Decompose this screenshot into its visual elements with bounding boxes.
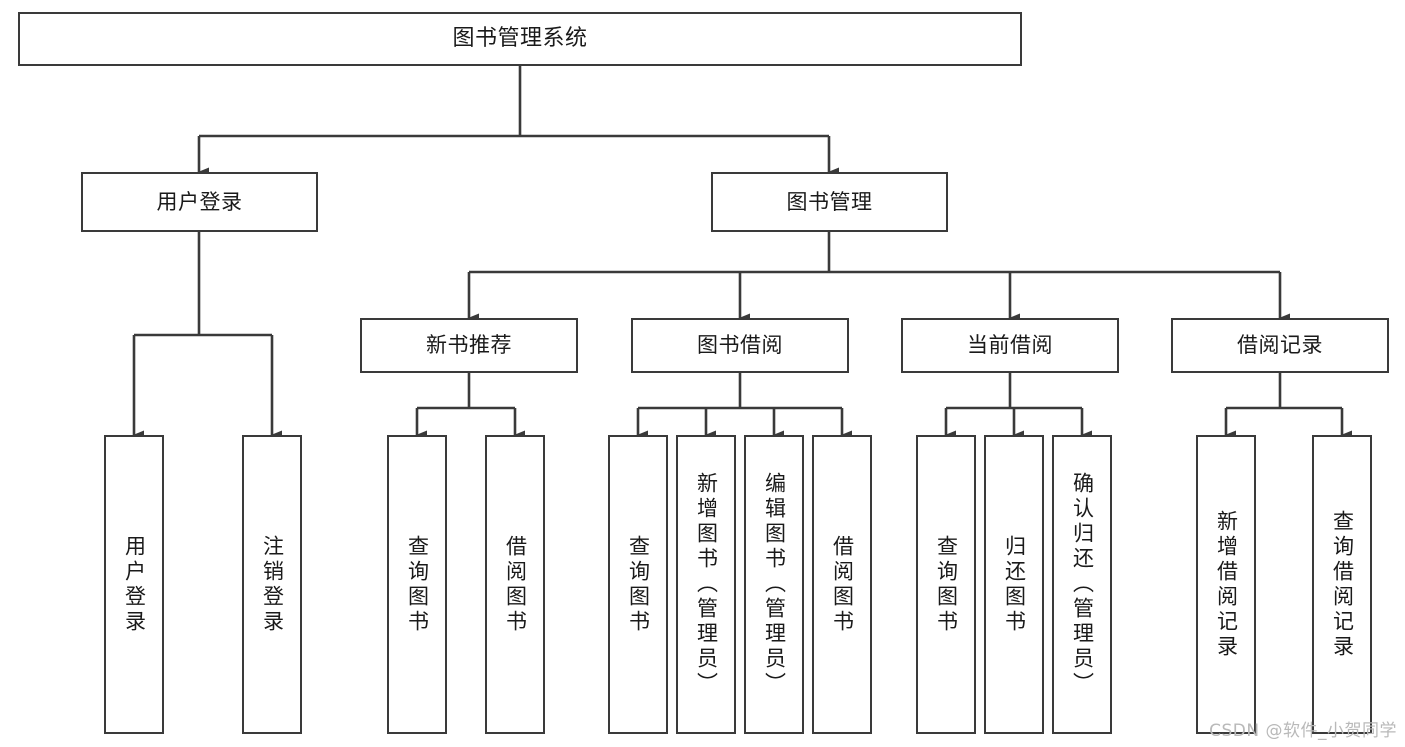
- node-label: 新书推荐: [426, 333, 512, 358]
- node-borrow-record[interactable]: 借阅记录: [1171, 318, 1389, 373]
- node-label: 注销登录: [260, 534, 285, 635]
- node-root-book-management-system[interactable]: 图书管理系统: [18, 12, 1022, 66]
- node-leaf-add-book-admin[interactable]: 新增图书（管理员）: [676, 435, 736, 734]
- node-leaf-return-book[interactable]: 归还图书: [984, 435, 1044, 734]
- node-label: 借阅图书: [503, 534, 528, 635]
- node-leaf-query-book-current[interactable]: 查询图书: [916, 435, 976, 734]
- node-leaf-query-book-recommend[interactable]: 查询图书: [387, 435, 447, 734]
- node-leaf-query-book-borrow[interactable]: 查询图书: [608, 435, 668, 734]
- node-book-borrow[interactable]: 图书借阅: [631, 318, 849, 373]
- node-label: 当前借阅: [967, 333, 1053, 358]
- node-leaf-confirm-return-admin[interactable]: 确认归还（管理员）: [1052, 435, 1112, 734]
- tree-connectors: [132, 66, 1352, 440]
- node-leaf-user-logout[interactable]: 注销登录: [242, 435, 302, 734]
- node-label: 借阅图书: [830, 534, 855, 635]
- node-label: 用户登录: [156, 189, 243, 214]
- node-leaf-user-login[interactable]: 用户登录: [104, 435, 164, 734]
- node-label: 查询图书: [934, 534, 959, 635]
- node-label: 查询图书: [626, 534, 651, 635]
- node-label: 查询图书: [405, 534, 430, 635]
- node-label: 查询借阅记录: [1330, 509, 1355, 660]
- node-label: 图书借阅: [697, 333, 783, 358]
- node-label: 归还图书: [1002, 534, 1027, 635]
- node-new-book-recommend[interactable]: 新书推荐: [360, 318, 578, 373]
- watermark-text: CSDN @软件_小贺同学: [1209, 721, 1397, 741]
- node-label: 借阅记录: [1237, 333, 1323, 358]
- node-label: 编辑图书（管理员）: [762, 472, 787, 697]
- node-leaf-add-borrow-record[interactable]: 新增借阅记录: [1196, 435, 1256, 734]
- node-leaf-borrow-book[interactable]: 借阅图书: [812, 435, 872, 734]
- node-book-management[interactable]: 图书管理: [711, 172, 948, 232]
- node-label: 新增图书（管理员）: [694, 472, 719, 697]
- node-label: 图书管理: [786, 189, 873, 214]
- node-leaf-borrow-book-recommend[interactable]: 借阅图书: [485, 435, 545, 734]
- node-leaf-edit-book-admin[interactable]: 编辑图书（管理员）: [744, 435, 804, 734]
- node-label: 图书管理系统: [452, 26, 588, 52]
- node-label: 用户登录: [122, 534, 147, 635]
- node-label: 确认归还（管理员）: [1070, 472, 1095, 697]
- node-label: 新增借阅记录: [1214, 509, 1239, 660]
- node-leaf-query-borrow-record[interactable]: 查询借阅记录: [1312, 435, 1372, 734]
- node-current-borrow[interactable]: 当前借阅: [901, 318, 1119, 373]
- node-user-login[interactable]: 用户登录: [81, 172, 318, 232]
